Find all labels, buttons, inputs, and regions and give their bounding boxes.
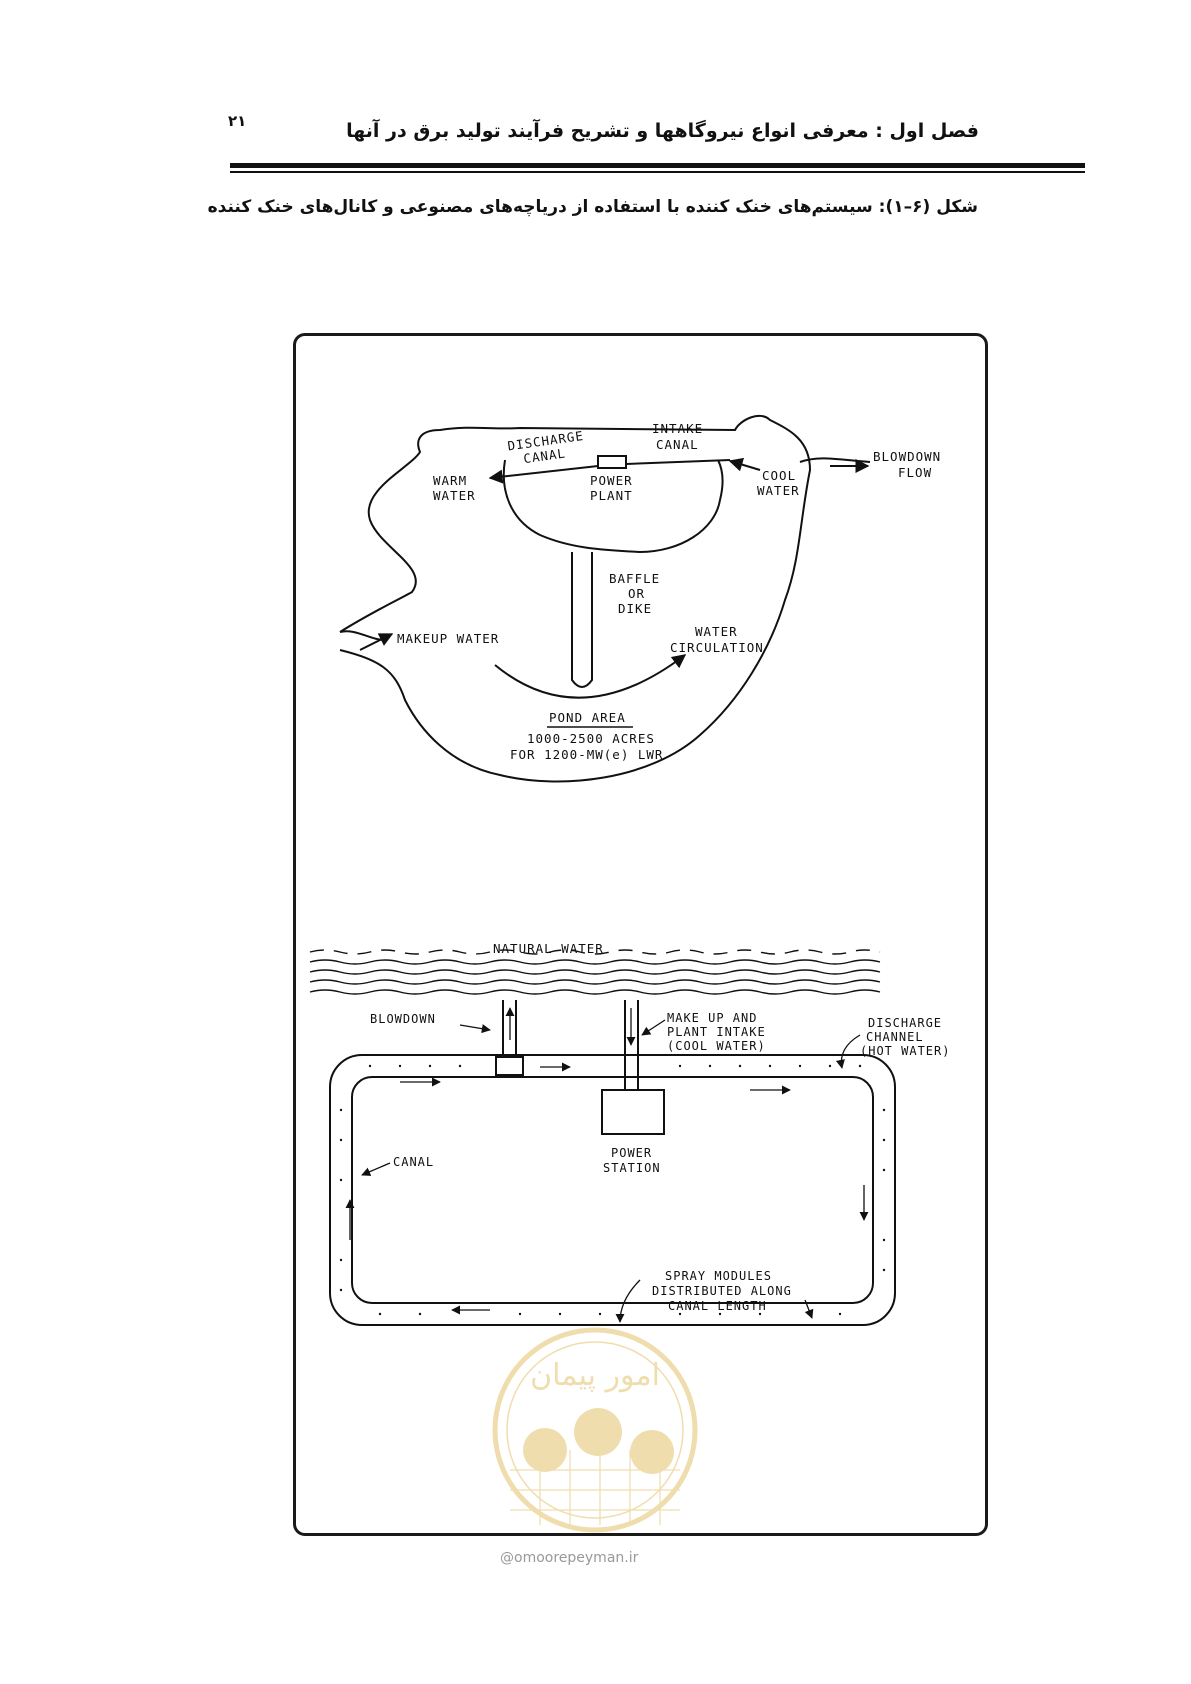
label-intake-canal-1: INTAKE xyxy=(652,421,703,436)
label-makeup-3: (COOL WATER) xyxy=(667,1039,766,1053)
pond-inner-loop xyxy=(502,459,724,554)
figure-frame xyxy=(293,333,988,1536)
label-baffle-3: DIKE xyxy=(618,601,652,616)
logo-text: امور پیمان xyxy=(530,1358,660,1393)
label-warm-water-1: WARM xyxy=(433,473,467,488)
watermark-logo: امور پیمان xyxy=(492,1327,698,1533)
gear-icon-right xyxy=(630,1430,674,1474)
intake-canal-line xyxy=(625,459,731,465)
label-natural-water: NATURAL WATER xyxy=(493,941,604,956)
discharge-canal-line xyxy=(488,465,599,484)
label-pond-size-2: FOR 1200-MW(e) LWR xyxy=(510,747,663,762)
gear-icon xyxy=(523,1428,567,1472)
label-cool-water-2: WATER xyxy=(757,483,800,498)
natural-water-waves xyxy=(309,949,881,995)
label-canal: CANAL xyxy=(393,1155,434,1169)
makeup-arrow xyxy=(359,633,394,651)
power-station-box xyxy=(601,1089,665,1135)
label-spray-2: DISTRIBUTED ALONG xyxy=(652,1284,792,1298)
label-makeup-1: MAKE UP AND xyxy=(667,1011,757,1025)
gear-icon-center xyxy=(574,1408,622,1456)
figure-caption: شکل (۶–۱): سیستم‌های خنک کننده با استفاد… xyxy=(207,197,978,217)
intake-leader xyxy=(641,1019,666,1036)
label-water-circulation-2: CIRCULATION xyxy=(670,640,764,655)
pond-outline xyxy=(339,414,812,783)
page-number: ۲۱ xyxy=(228,112,247,130)
canal-labels: NATURAL WATER BLOWDOWN MAKE UP AND PLANT… xyxy=(370,941,950,1313)
circulation-arc xyxy=(494,654,687,699)
blowdown-leader xyxy=(459,1024,491,1034)
spray-leader-2 xyxy=(804,1299,814,1319)
label-baffle-1: BAFFLE xyxy=(609,571,660,586)
label-discharge-canal-2: CANAL xyxy=(522,445,566,466)
baffle-dike xyxy=(571,552,593,688)
blowdown-channel xyxy=(799,457,871,463)
spray-dots xyxy=(339,1064,886,1316)
label-pond-size-1: 1000-2500 ACRES xyxy=(527,731,655,746)
spray-leader xyxy=(615,1279,641,1323)
pond-labels: DISCHARGE CANAL INTAKE CANAL BLOWDOWN FL… xyxy=(397,421,941,762)
chapter-title: فصل اول : معرفی انواع نیروگاهها و تشریح … xyxy=(346,120,979,142)
header-rule-thin xyxy=(230,171,1085,173)
label-power-station-2: STATION xyxy=(603,1161,661,1175)
label-power-station-1: POWER xyxy=(611,1146,652,1160)
label-pond-area: POND AREA xyxy=(549,710,626,725)
canal-diagram xyxy=(309,949,896,1326)
label-cool-water-1: COOL xyxy=(762,468,796,483)
discharge-leader xyxy=(835,1034,861,1069)
label-water-circulation-1: WATER xyxy=(695,624,738,639)
header-rule-thick xyxy=(230,163,1085,168)
label-spray-3: CANAL LENGTH xyxy=(668,1299,767,1313)
label-makeup-water: MAKEUP WATER xyxy=(397,631,499,646)
watermark-site: @omoorepeyman.ir xyxy=(500,1550,639,1566)
canal-inner xyxy=(351,1076,874,1304)
label-discharge-3: (HOT WATER) xyxy=(860,1044,950,1058)
makeup-inlet xyxy=(339,630,386,641)
pond-diagram xyxy=(339,414,871,783)
label-blowdown: BLOWDOWN xyxy=(370,1012,436,1026)
blowdown-gate xyxy=(495,1056,524,1076)
canal-outer xyxy=(329,1054,896,1326)
label-blowdown-flow-2: FLOW xyxy=(898,465,932,480)
label-blowdown-flow-1: BLOWDOWN xyxy=(873,449,941,464)
canal-leader xyxy=(361,1162,391,1176)
label-discharge-1: DISCHARGE xyxy=(868,1016,942,1030)
cool-water-arrow xyxy=(728,457,761,472)
power-plant-box xyxy=(597,455,627,469)
label-intake-canal-2: CANAL xyxy=(656,437,699,452)
label-baffle-2: OR xyxy=(628,586,645,601)
label-power-plant-2: PLANT xyxy=(590,488,633,503)
label-discharge-2: CHANNEL xyxy=(866,1030,924,1044)
label-makeup-2: PLANT INTAKE xyxy=(667,1025,766,1039)
label-power-plant-1: POWER xyxy=(590,473,633,488)
label-spray-1: SPRAY MODULES xyxy=(665,1269,772,1283)
label-warm-water-2: WATER xyxy=(433,488,476,503)
